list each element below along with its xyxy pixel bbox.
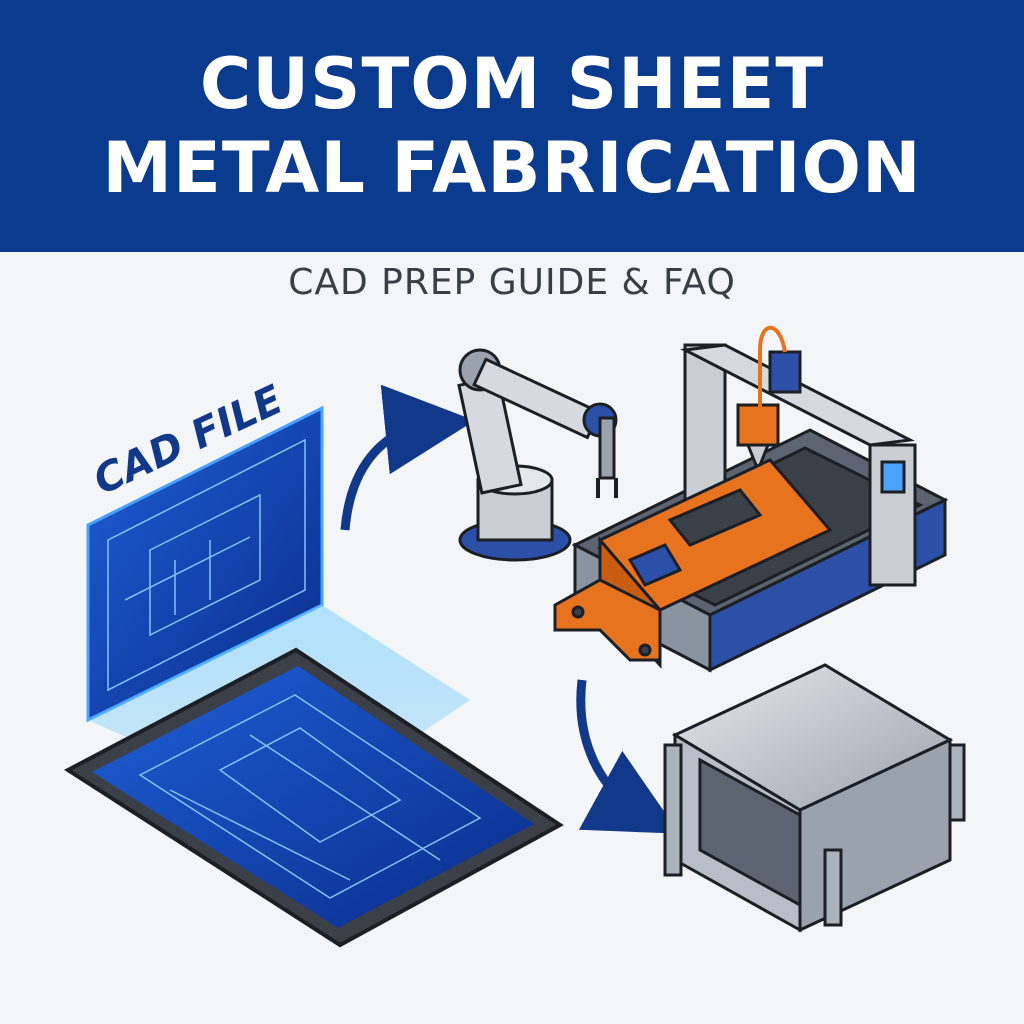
title-banner: CUSTOM SHEET METAL FABRICATION: [0, 0, 1024, 252]
arrow-to-cutter-icon: [340, 384, 475, 531]
title-line-1: CUSTOM SHEET: [199, 43, 825, 125]
sheet-metal-enclosure-icon: [663, 663, 966, 933]
robot-arm-icon: [457, 348, 618, 562]
arrow-to-part-icon: [576, 679, 680, 834]
title-line-2: METAL FABRICATION: [102, 127, 922, 209]
subtitle: CAD PREP GUIDE & FAQ: [288, 262, 736, 303]
tablet-icon: [64, 647, 564, 948]
cut-part-icon: [553, 458, 833, 669]
